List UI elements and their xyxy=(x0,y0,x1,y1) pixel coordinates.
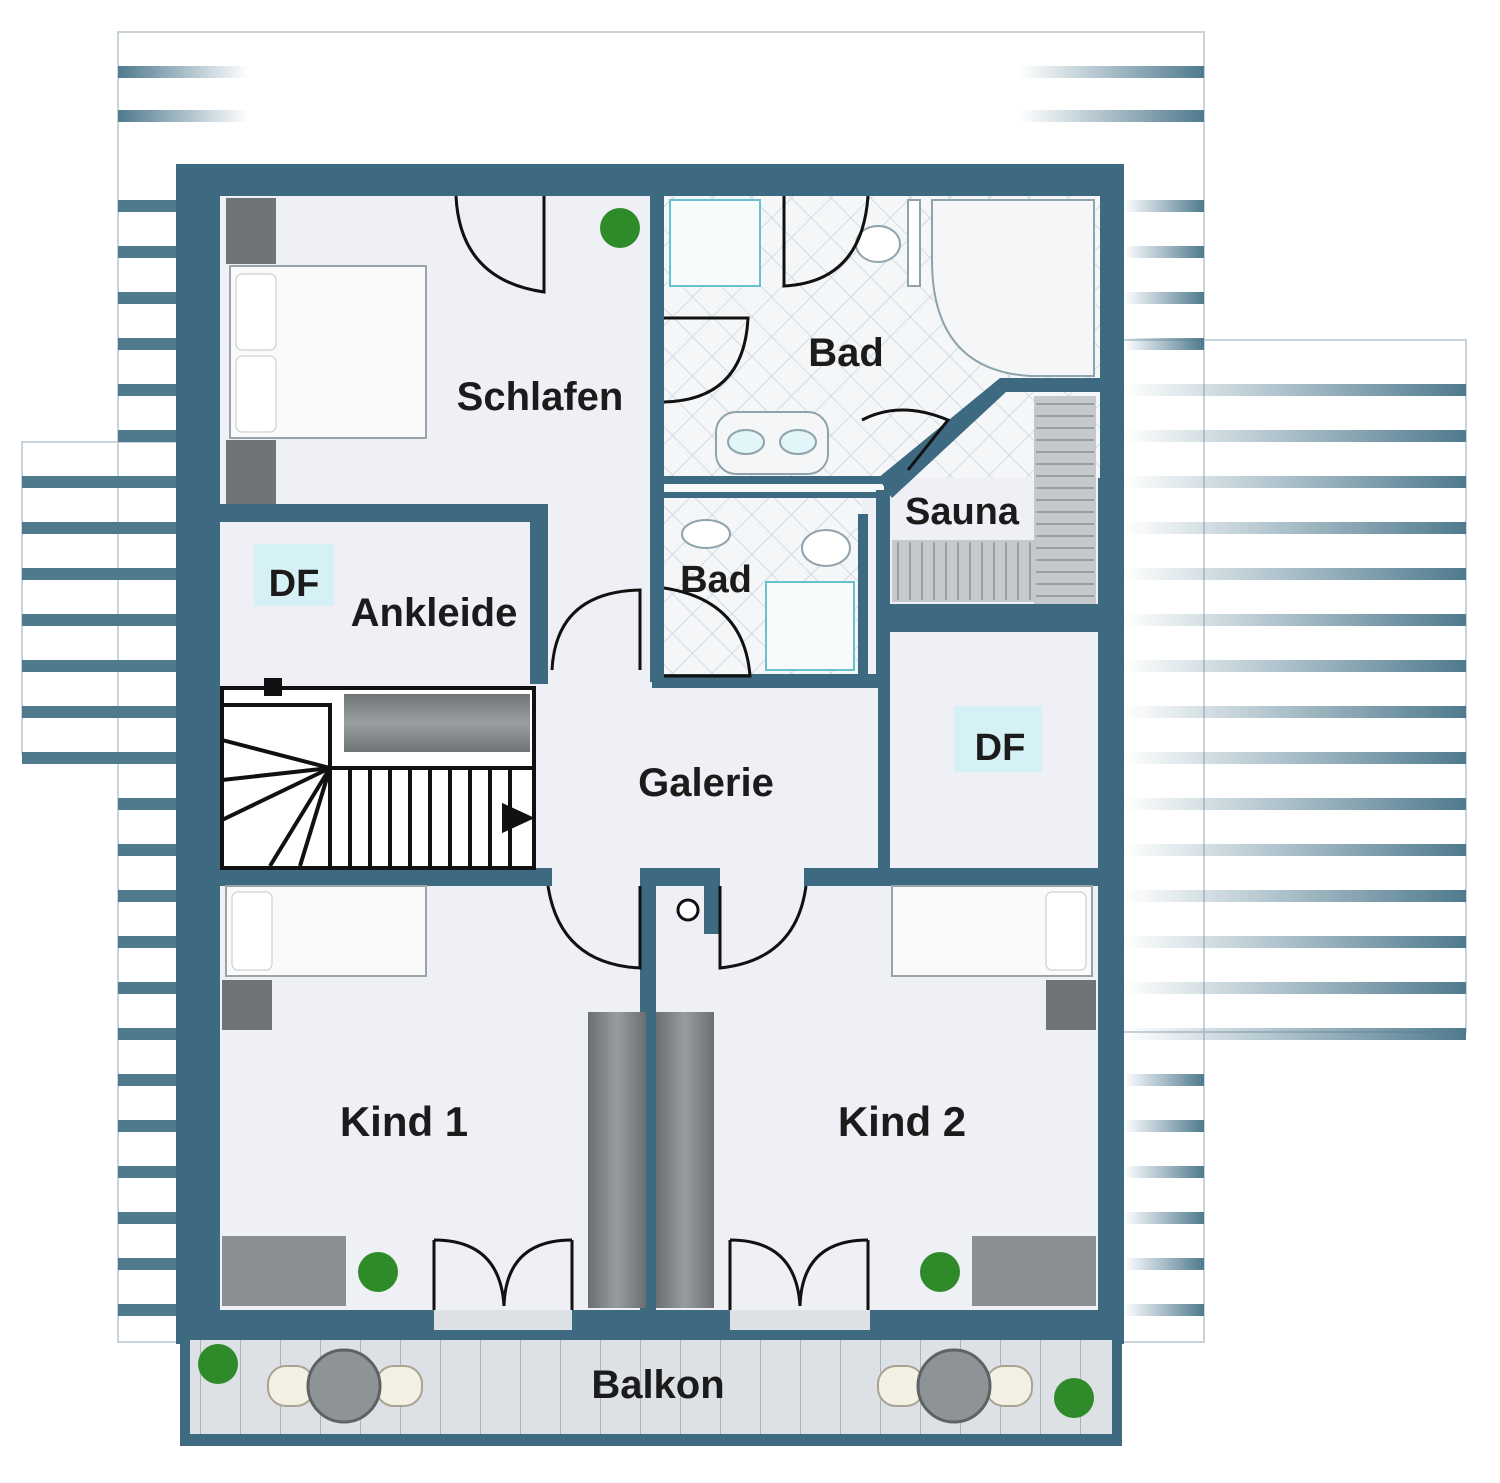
roof-stripe xyxy=(22,522,178,534)
df-marker-left: DF xyxy=(269,563,320,605)
svg-text:IMMOBILIEN: IMMOBILIEN xyxy=(203,1157,215,1244)
roof-stripe xyxy=(118,430,178,442)
plants xyxy=(198,208,1094,1418)
svg-text:VP: VP xyxy=(173,1251,224,1310)
plant-icon xyxy=(358,1252,398,1292)
sauna-benches xyxy=(892,396,1096,604)
roof-stripe xyxy=(118,890,178,902)
roof-stripe xyxy=(22,752,178,764)
roof-stripe xyxy=(1124,568,1466,580)
roof-stripe xyxy=(1124,522,1466,534)
stair-tread xyxy=(221,738,331,770)
roof-stripe xyxy=(118,1166,178,1178)
roof-stripe xyxy=(1124,1028,1466,1040)
roof-stripe xyxy=(1020,110,1204,122)
roof-stripe xyxy=(118,246,178,258)
roof-stripe xyxy=(118,844,178,856)
df-marker-left-box xyxy=(254,544,334,606)
roof-stripe xyxy=(118,338,178,350)
roof-stripe xyxy=(118,1304,178,1316)
roof-stripe xyxy=(1124,982,1466,994)
roof-stripe xyxy=(1124,430,1466,442)
roof-stripe xyxy=(118,292,178,304)
df-marker-right-box xyxy=(954,706,1042,772)
brand-logo: VP VON POLL IMMOBILIEN xyxy=(173,1138,224,1310)
roof-stripe xyxy=(1124,936,1466,948)
stair-tread xyxy=(268,766,332,868)
roof-stripe xyxy=(118,1212,178,1224)
roof-stripe xyxy=(1124,706,1466,718)
room-label-bad-small: Bad xyxy=(680,559,752,601)
roof-stripe xyxy=(22,614,178,626)
plant-icon xyxy=(600,208,640,248)
df-marker-right: DF xyxy=(975,727,1026,769)
roof-stripe xyxy=(22,568,178,580)
roof-stripe xyxy=(1124,890,1466,902)
stair-tread xyxy=(298,767,332,867)
roof-stripe xyxy=(1124,246,1204,258)
roof-stripe xyxy=(1124,1074,1204,1086)
plant-icon xyxy=(198,1344,238,1384)
room-label-kind2: Kind 2 xyxy=(838,1098,966,1145)
roof-stripe xyxy=(118,1028,178,1040)
roof-stripe xyxy=(1124,1304,1204,1316)
roof-stripe xyxy=(1124,660,1466,672)
desk-kind1 xyxy=(222,1236,346,1306)
room-label-ankleide: Ankleide xyxy=(351,591,518,635)
roof-stripe xyxy=(1124,1120,1204,1132)
roof-stripe xyxy=(22,706,178,718)
furniture xyxy=(222,198,1096,1308)
roof-stripe xyxy=(118,1120,178,1132)
roof-stripe xyxy=(118,936,178,948)
wardrobe-ankleide xyxy=(344,694,530,752)
roof-stripe xyxy=(118,384,178,396)
roof-stripe xyxy=(118,66,248,78)
roof-stripe xyxy=(1124,1258,1204,1270)
desk-kind2 xyxy=(972,1236,1096,1306)
roof-stripe xyxy=(1124,844,1466,856)
roof-stripe xyxy=(1124,614,1466,626)
roof-stripe xyxy=(1020,66,1204,78)
roof-stripe xyxy=(1124,292,1204,304)
roof-stripe xyxy=(1124,1166,1204,1178)
bed-schlafen xyxy=(229,265,427,439)
room-label-bad-main: Bad xyxy=(808,331,884,375)
stair-tread xyxy=(221,766,331,822)
roof-stripe xyxy=(1124,338,1204,350)
room-label-galerie: Galerie xyxy=(638,761,774,805)
plant-icon xyxy=(1054,1378,1094,1418)
doors xyxy=(432,195,951,1310)
roof-stripe xyxy=(22,660,178,672)
roof-stripe xyxy=(118,200,178,212)
roof-stripe xyxy=(22,476,178,488)
wardrobe-kind2 xyxy=(656,1012,714,1308)
roof-stripe xyxy=(118,1074,178,1086)
room-label-balkon: Balkon xyxy=(591,1363,724,1407)
roof-stripe xyxy=(118,1258,178,1270)
svg-text:VON POLL: VON POLL xyxy=(176,1138,201,1246)
chimney-column xyxy=(676,898,700,922)
roof-stripe xyxy=(1124,798,1466,810)
roof-stripe xyxy=(1124,1212,1204,1224)
roof-stripe xyxy=(118,982,178,994)
roof-stripe xyxy=(1124,200,1204,212)
room-label-kind1: Kind 1 xyxy=(340,1098,468,1145)
room-label-schlafen: Schlafen xyxy=(457,375,624,419)
roof-stripe xyxy=(1124,384,1466,396)
roof-stripes xyxy=(22,66,1466,1316)
roof-stripe xyxy=(118,798,178,810)
balcony-tables xyxy=(267,1348,1033,1424)
stair-tread xyxy=(221,766,331,782)
roof-stripe xyxy=(1124,476,1466,488)
plant-icon xyxy=(920,1252,960,1292)
bed-kind1 xyxy=(225,885,427,977)
room-label-sauna: Sauna xyxy=(905,491,1020,533)
wardrobe-kind1 xyxy=(588,1012,646,1308)
bed-kind2 xyxy=(891,885,1093,977)
roof-stripe xyxy=(118,110,248,122)
roof-stripe xyxy=(1124,752,1466,764)
bath-fixtures xyxy=(669,199,1095,671)
